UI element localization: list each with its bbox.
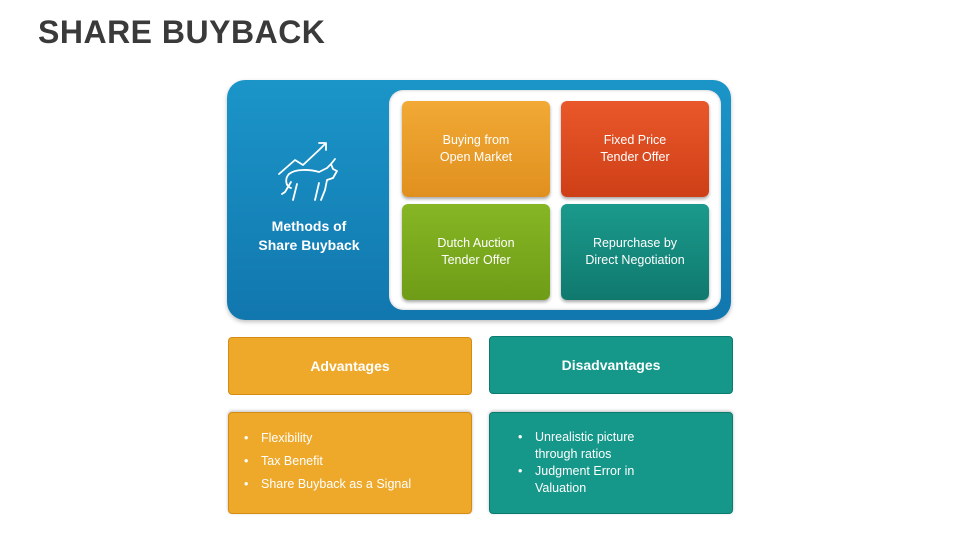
- method-label-line1: Repurchase by: [592, 236, 678, 250]
- disadvantages-list: Unrealistic picture through ratios Judgm…: [518, 429, 698, 497]
- methods-label-line2: Share Buyback: [258, 237, 360, 253]
- disadvantage-item: Unrealistic picture through ratios: [518, 429, 698, 463]
- method-dutch-auction-tender: Dutch Auction Tender Offer: [402, 204, 550, 300]
- disadvantage-item: Judgment Error in Valuation: [518, 463, 698, 497]
- method-label-line2: Tender Offer: [441, 253, 511, 267]
- advantage-item: Share Buyback as a Signal: [244, 476, 411, 493]
- disadvantage-line1: Judgment Error in: [535, 464, 635, 478]
- method-label-line2: Tender Offer: [600, 150, 670, 164]
- methods-label: Methods of Share Buyback: [247, 217, 371, 255]
- method-label-line1: Fixed Price: [603, 133, 667, 147]
- advantages-list: Flexibility Tax Benefit Share Buyback as…: [244, 430, 411, 499]
- advantages-header: Advantages: [228, 337, 472, 395]
- method-buying-open-market: Buying from Open Market: [402, 101, 550, 197]
- advantage-item: Tax Benefit: [244, 453, 411, 470]
- method-label-line1: Dutch Auction: [437, 236, 515, 250]
- advantage-item: Flexibility: [244, 430, 411, 447]
- method-label-line2: Direct Negotiation: [585, 253, 685, 267]
- method-label-line2: Open Market: [439, 150, 513, 164]
- page-title: SHARE BUYBACK: [38, 14, 326, 50]
- methods-label-line1: Methods of: [271, 218, 347, 234]
- disadvantage-line2: through ratios: [535, 447, 612, 461]
- disadvantages-header: Disadvantages: [489, 336, 733, 394]
- advantages-body: Flexibility Tax Benefit Share Buyback as…: [228, 412, 472, 514]
- disadvantage-line1: Unrealistic picture: [535, 430, 635, 444]
- disadvantage-line2: Valuation: [535, 481, 587, 495]
- methods-panel: Methods of Share Buyback Buying from Ope…: [227, 80, 731, 320]
- methods-grid: Buying from Open Market Fixed Price Tend…: [389, 90, 721, 310]
- bull-market-icon: [278, 142, 338, 201]
- method-label-line1: Buying from: [442, 133, 510, 147]
- method-direct-negotiation: Repurchase by Direct Negotiation: [561, 204, 709, 300]
- disadvantages-body: Unrealistic picture through ratios Judgm…: [489, 412, 733, 514]
- method-fixed-price-tender: Fixed Price Tender Offer: [561, 101, 709, 197]
